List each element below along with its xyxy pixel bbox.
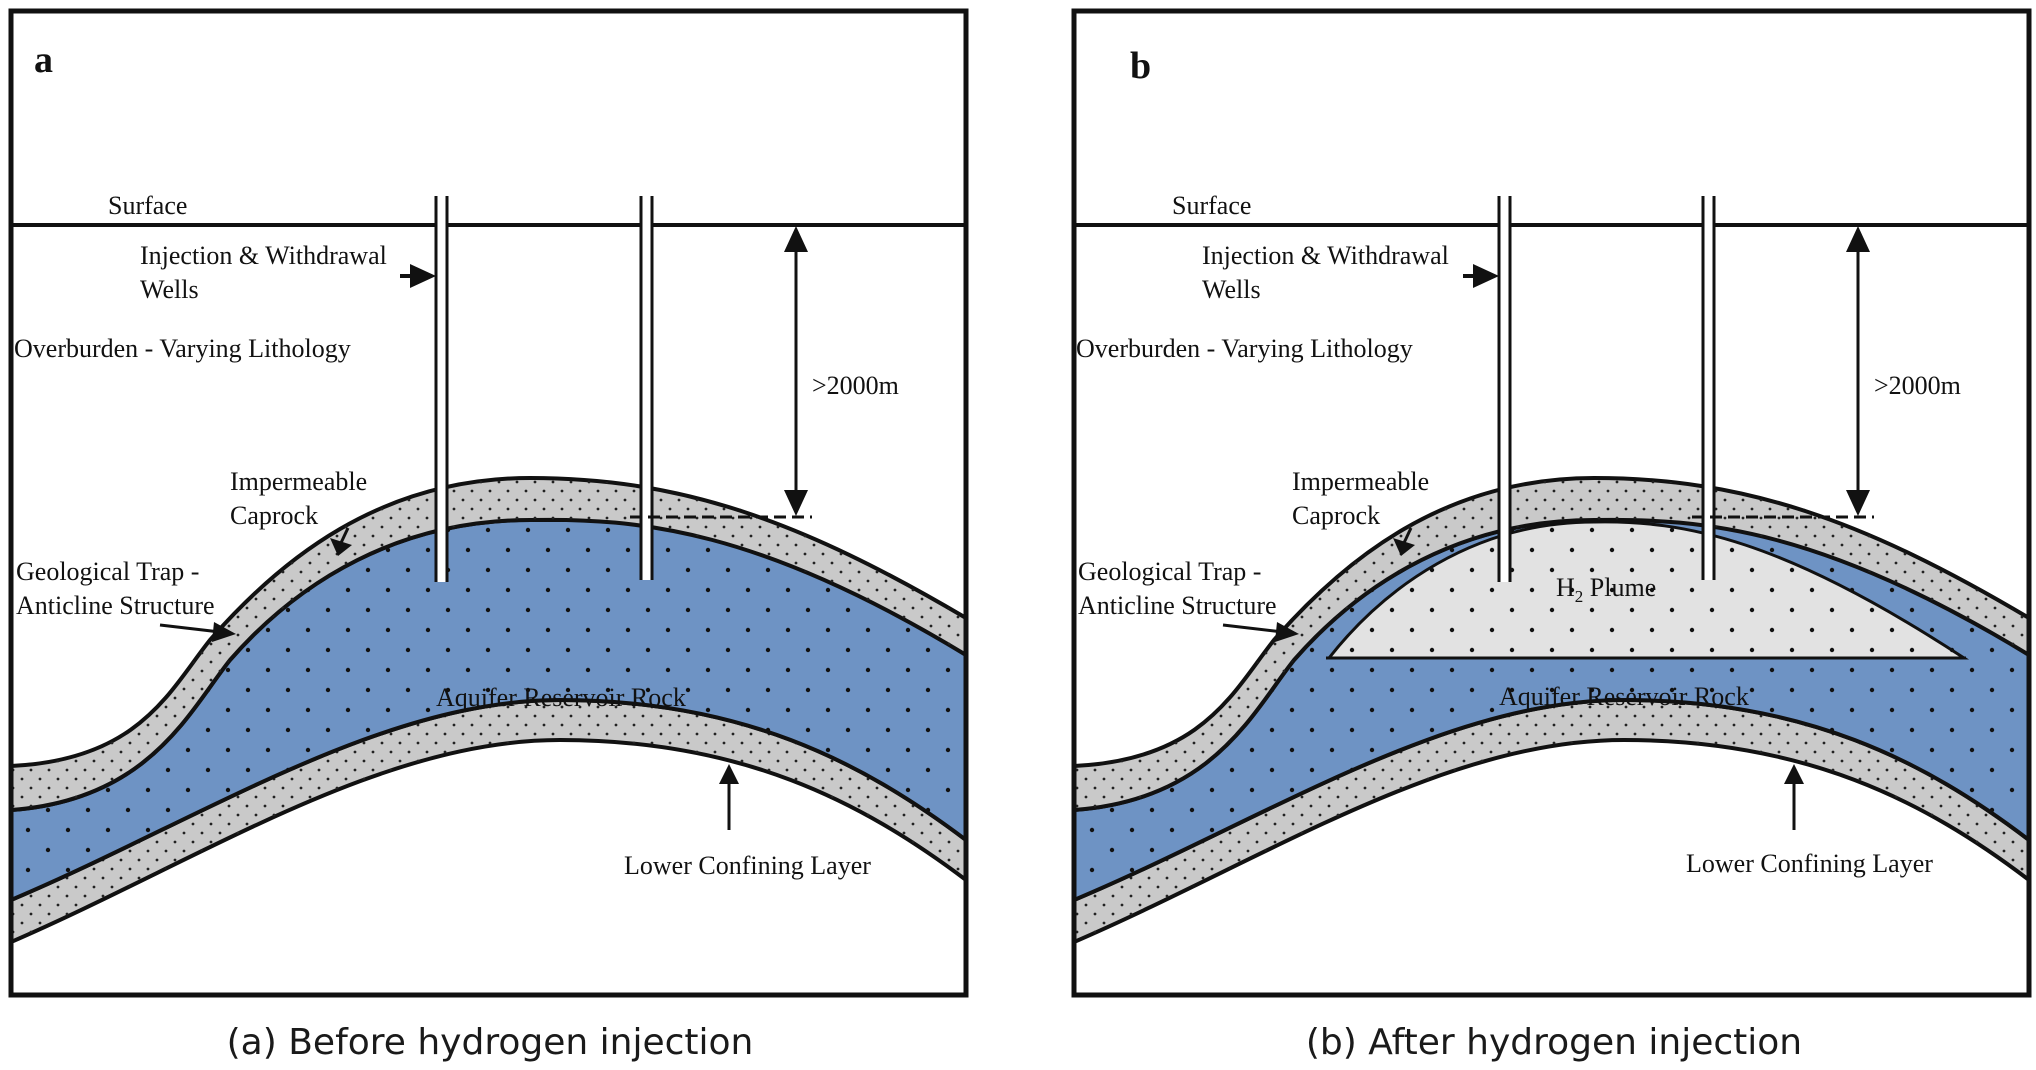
caprock-label-line2: Caprock	[230, 501, 318, 530]
caprock-arrow	[1393, 527, 1415, 556]
h2-plume-label-main: H	[1556, 573, 1575, 602]
caprock-label-line2: Caprock	[1292, 501, 1380, 530]
caption-b: (b) After hydrogen injection	[1305, 1022, 1803, 1063]
well-right	[1701, 196, 1716, 580]
depth-label: >2000m	[1874, 371, 1961, 400]
surface-label: Surface	[108, 191, 187, 220]
panel-letter: a	[34, 39, 53, 81]
trap-label-line1: Geological Trap -	[1078, 557, 1261, 586]
trap-label-line2: Anticline Structure	[16, 591, 215, 620]
h2-plume-label-sub: 2	[1575, 587, 1584, 606]
well-arrow	[400, 264, 436, 288]
wells-label-line1: Injection & Withdrawal	[1202, 241, 1449, 270]
h2-plume	[1325, 520, 1970, 660]
caption-a: (a) Before hydrogen injection	[226, 1022, 754, 1063]
overburden-label: Overburden - Varying Lithology	[14, 334, 351, 363]
caprock-label-line1: Impermeable	[1292, 467, 1429, 496]
lower-layer-label: Lower Confining Layer	[624, 851, 871, 880]
well-right	[639, 196, 654, 580]
caprock-arrow	[330, 527, 352, 556]
panel-b: b Surface Injection & Withdrawal Wells O…	[1071, 8, 2032, 998]
well-arrow	[1463, 264, 1499, 288]
surface-label: Surface	[1172, 191, 1251, 220]
wells-label-line1: Injection & Withdrawal	[140, 241, 387, 270]
lower-layer-label: Lower Confining Layer	[1686, 849, 1933, 878]
h2-plume-label: H2 Plume	[1556, 573, 1656, 606]
depth-label: >2000m	[812, 371, 899, 400]
caprock-label-line1: Impermeable	[230, 467, 367, 496]
aquifer-label: Aquifer Reservoir Rock	[436, 683, 686, 712]
wells-label-line2: Wells	[140, 275, 199, 304]
wells-label-line2: Wells	[1202, 275, 1261, 304]
lower-arrow	[1784, 764, 1804, 830]
trap-arrow	[159, 622, 236, 642]
h2-plume-label-rest: Plume	[1583, 573, 1656, 602]
lower-arrow	[719, 764, 739, 830]
panel-letter: b	[1130, 45, 1151, 87]
trap-arrow	[1222, 622, 1299, 642]
well-left	[434, 196, 449, 582]
depth-marker	[630, 226, 812, 519]
well-left	[1497, 196, 1512, 582]
overburden-label: Overburden - Varying Lithology	[1076, 334, 1413, 363]
trap-label-line2: Anticline Structure	[1078, 591, 1277, 620]
depth-marker	[1692, 226, 1874, 519]
trap-label-line1: Geological Trap -	[16, 557, 199, 586]
panel-a: a Surface Injection & Withdrawal Wells O…	[8, 8, 969, 998]
aquifer-label: Aquifer Reservoir Rock	[1499, 682, 1749, 711]
